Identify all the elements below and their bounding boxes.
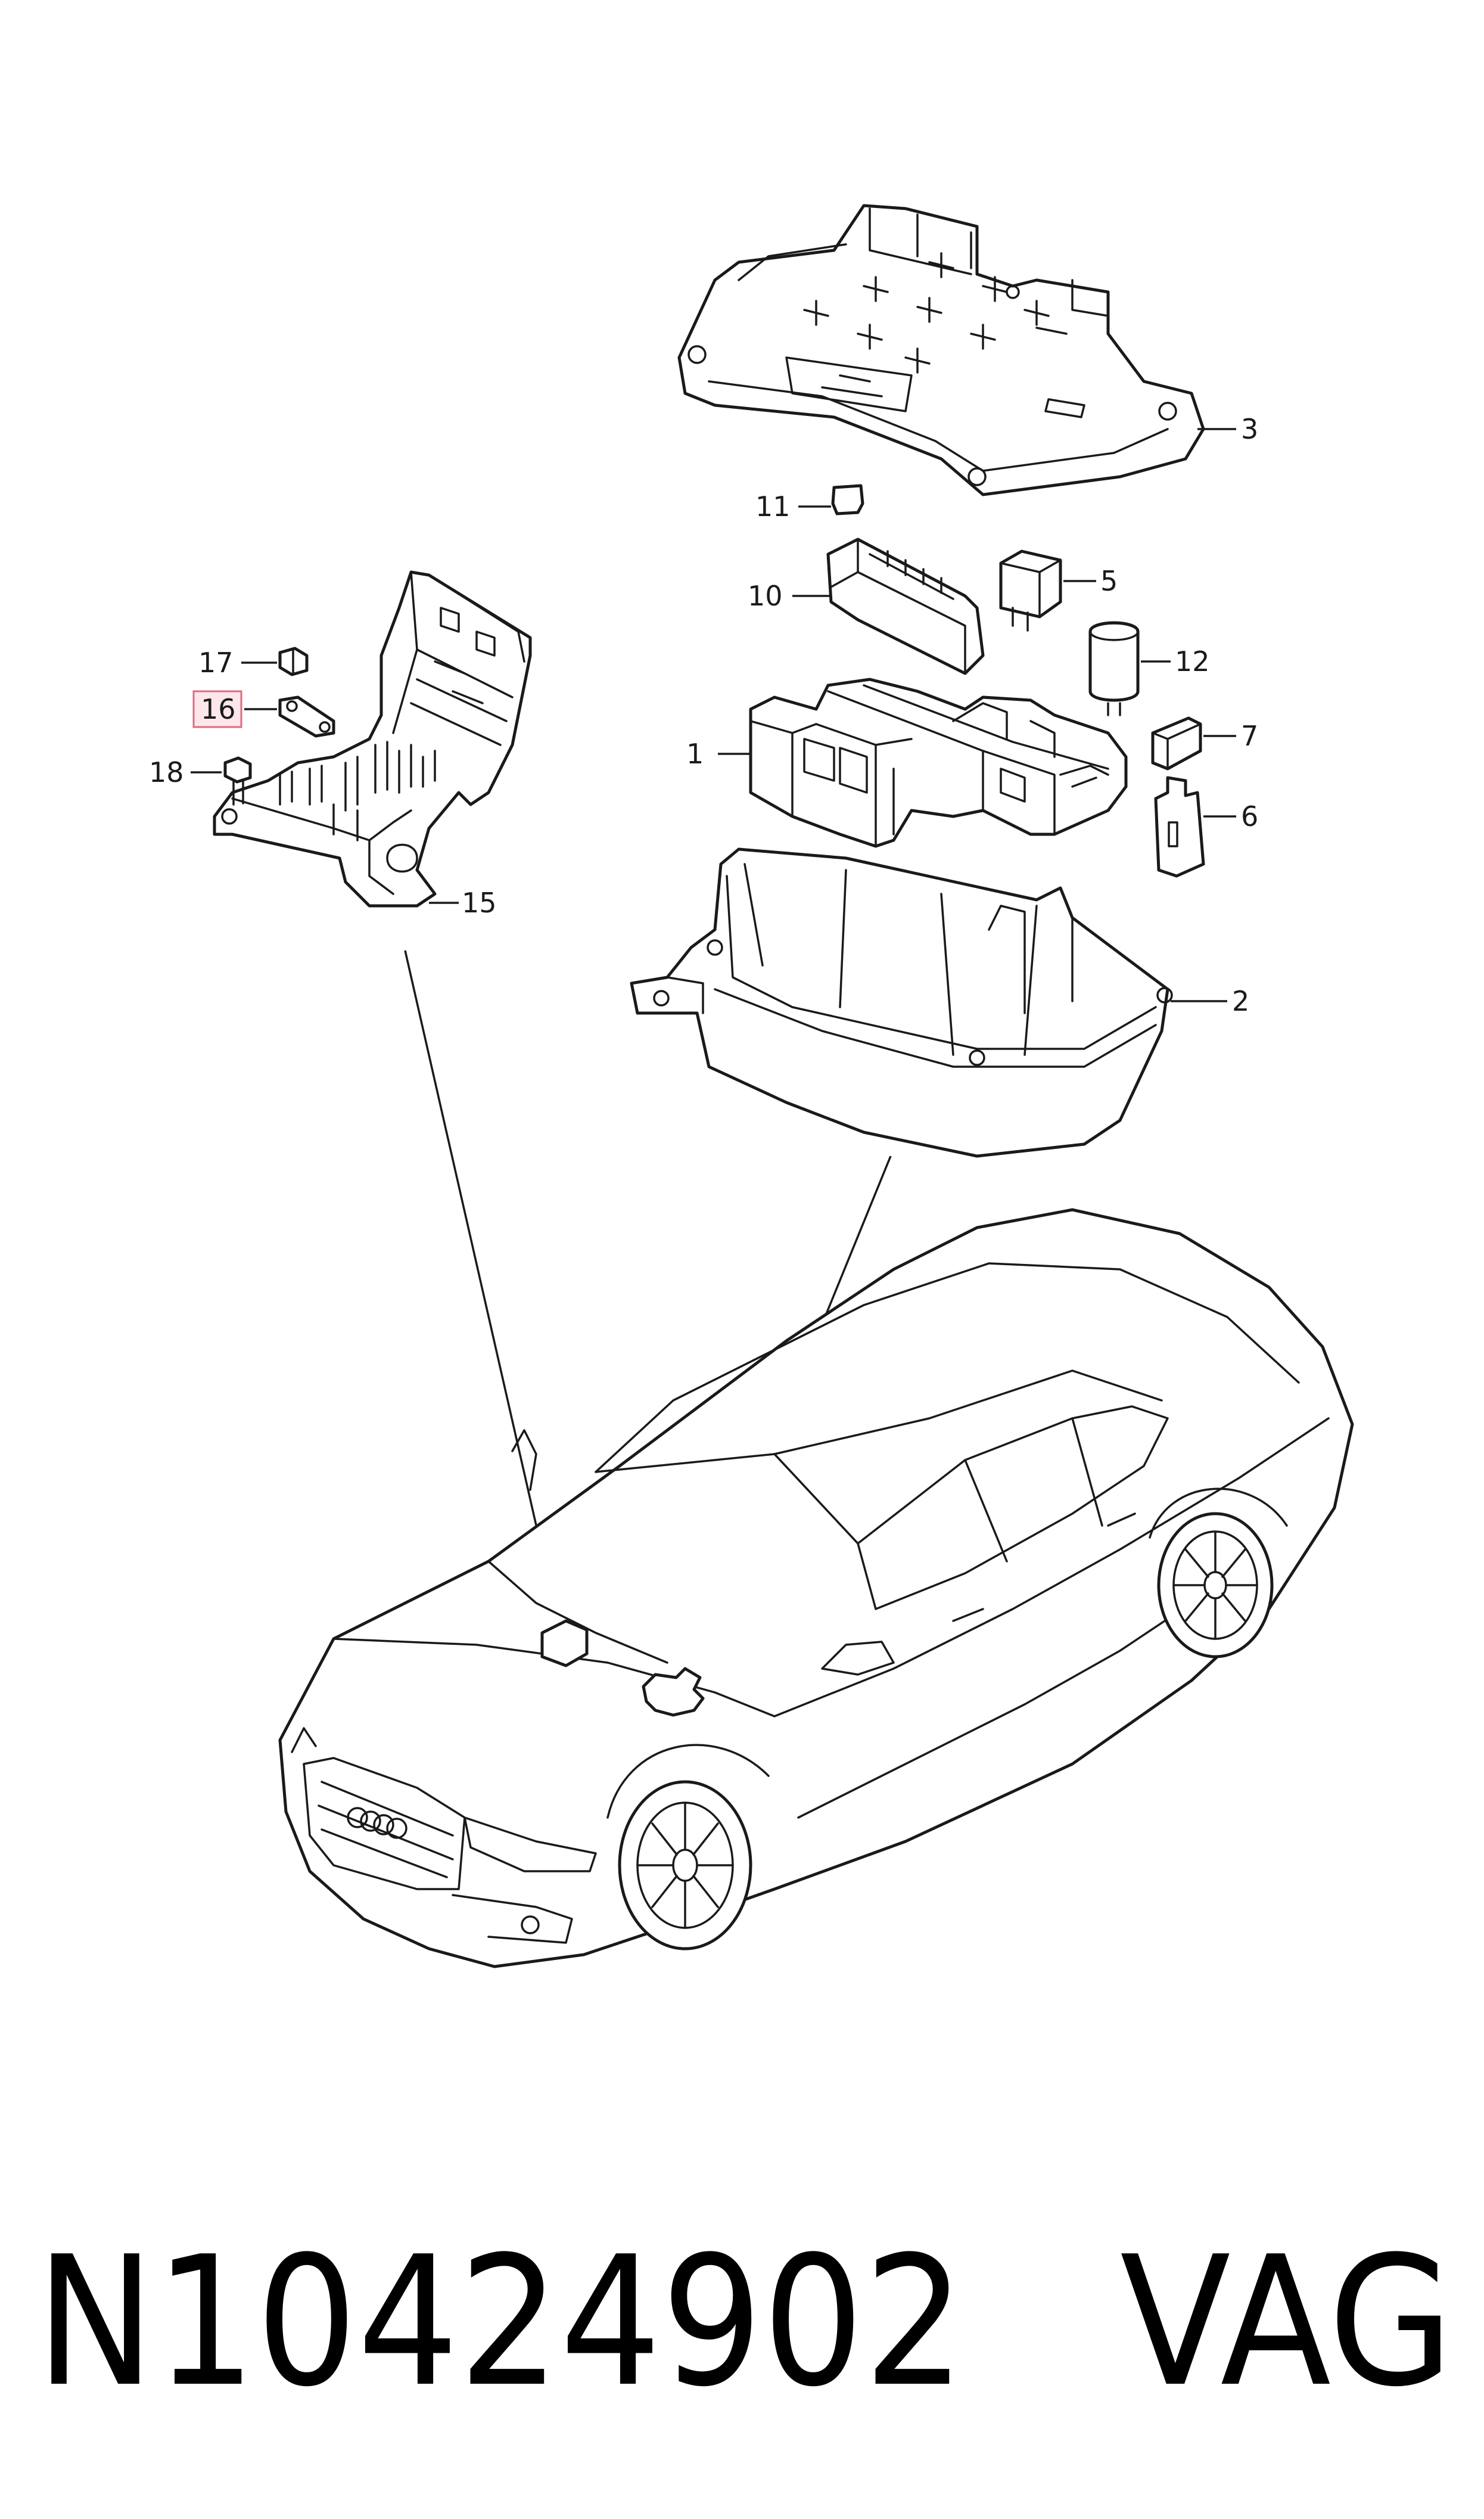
- part-1-fuse-box: [718, 678, 1128, 848]
- callout-6: 6: [1241, 800, 1258, 833]
- callout-12: 12: [1175, 645, 1210, 678]
- callout-labels: 3 11 5 10 12 7 1 6 2 15 17 16 18: [149, 413, 1258, 1017]
- vehicle-overview: [278, 1208, 1354, 1968]
- part-18-bolt: [191, 756, 252, 806]
- callout-5: 5: [1100, 565, 1118, 597]
- location-marker-bracket: [540, 1619, 589, 1667]
- part-17-nut: [241, 647, 309, 676]
- callout-10: 10: [748, 580, 783, 612]
- location-marker-fuse-box: [642, 1667, 705, 1717]
- callout-15: 15: [462, 887, 497, 919]
- part-2-housing: [630, 847, 1227, 1158]
- callout-18: 18: [149, 756, 184, 788]
- part-6-clip: [1154, 776, 1236, 878]
- part-number: N10424902: [36, 2218, 965, 2426]
- callout-3: 3: [1241, 413, 1258, 445]
- part-5-relay: [999, 549, 1096, 632]
- callout-1: 1: [686, 738, 704, 770]
- front-wheel: [618, 1780, 752, 1950]
- leader-line-bracket: [404, 950, 561, 1630]
- callout-2: 2: [1232, 985, 1249, 1017]
- rear-wheel: [1157, 1512, 1274, 1658]
- part-11-fuse: [798, 484, 864, 515]
- callout-16-highlight: [192, 690, 242, 728]
- part-7-fuse: [1151, 716, 1236, 771]
- part-3-fuse-box-cover: [677, 204, 1236, 496]
- callout-11: 11: [755, 490, 791, 523]
- part-12-relay-can: [1088, 621, 1171, 716]
- callout-16: 16: [201, 693, 236, 725]
- brand-name: VAG: [1120, 2218, 1454, 2426]
- part-16-strap: [244, 695, 335, 738]
- part-10-relay-carrier: [826, 538, 985, 675]
- part-15-bracket: [213, 570, 532, 908]
- callout-7: 7: [1241, 720, 1258, 752]
- callout-17: 17: [198, 647, 234, 679]
